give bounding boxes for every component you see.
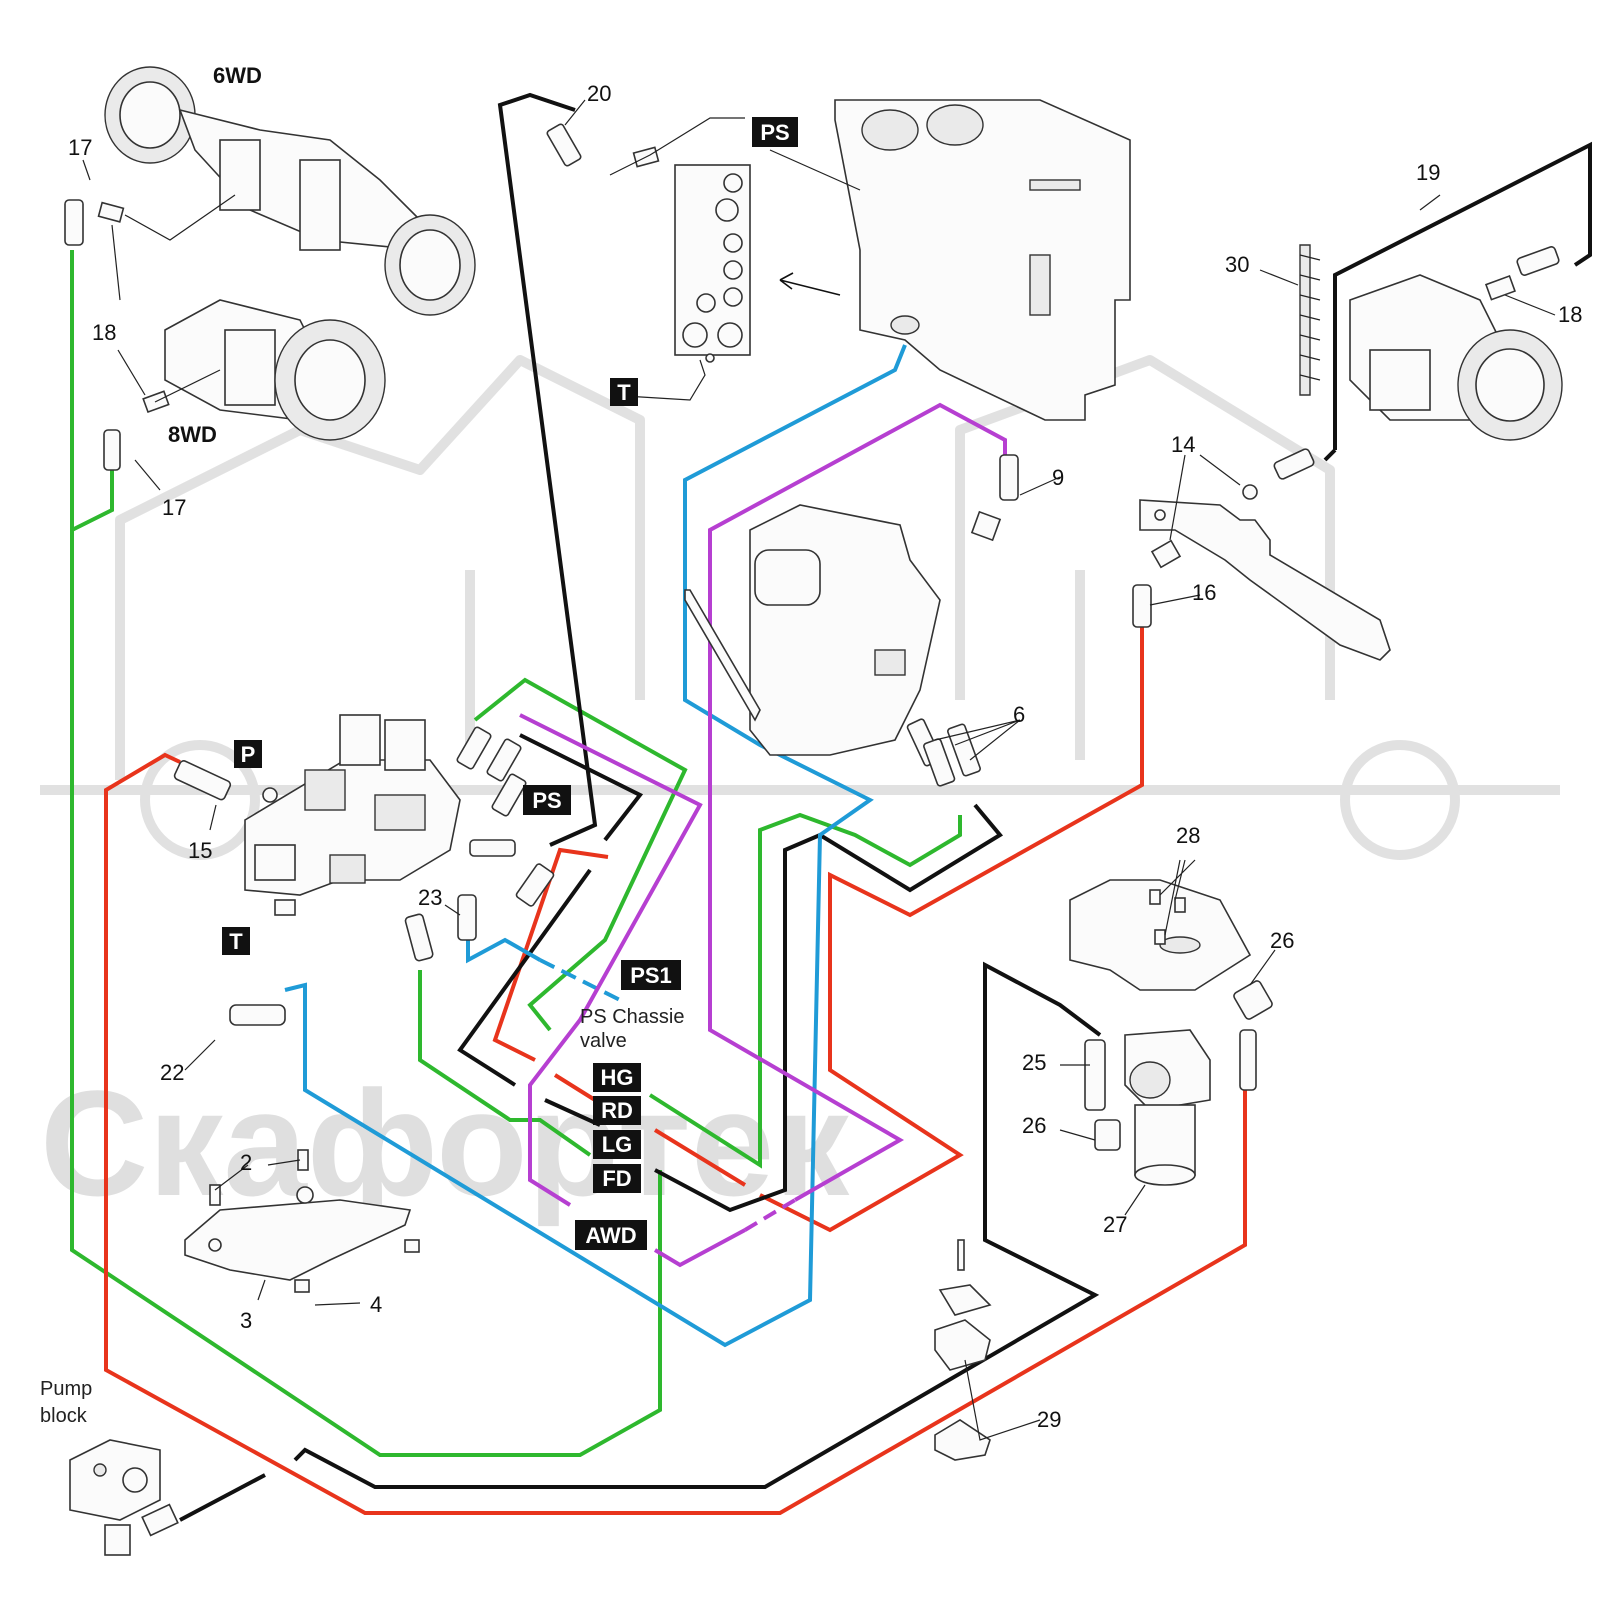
variant-8wd-label: 8WD (168, 422, 217, 447)
tag-t-left: T (222, 927, 250, 955)
callout-2: 2 (240, 1150, 252, 1175)
hose-black-19b (1323, 448, 1337, 462)
callout-28: 28 (1176, 823, 1200, 848)
hose-green-hg (648, 812, 962, 1169)
callout-15: 15 (188, 838, 212, 863)
callout-4: 4 (370, 1292, 382, 1317)
tag-t-left-text: T (229, 929, 243, 954)
callout-14: 14 (1171, 432, 1195, 457)
hose-black-pump-main (293, 961, 1102, 1489)
axle-8wd-icon: 8WD (164, 299, 386, 447)
hose-lines (70, 92, 1592, 1522)
callout-numbers: 17 18 17 20 19 30 18 9 14 16 6 15 23 22 … (68, 81, 1582, 1432)
hose-black-19 (1333, 141, 1592, 450)
tag-fd-text: FD (602, 1166, 631, 1191)
tag-ps1: PS1 (621, 960, 681, 990)
tag-ps-top: PS (752, 117, 798, 147)
callout-6: 6 (1013, 702, 1025, 727)
leader-lines (82, 99, 1556, 1441)
clip-strip-icon (1299, 244, 1321, 396)
hose-green-8wd (71, 470, 114, 532)
callout-18-top: 18 (92, 320, 116, 345)
callout-3: 3 (240, 1308, 252, 1333)
chassis-frame-icon (834, 99, 1131, 421)
callout-16: 16 (1192, 580, 1216, 605)
hose-red-rd2 (553, 1073, 747, 1187)
hose-black-ps-loop (519, 733, 644, 842)
callout-17-mid: 17 (162, 495, 186, 520)
axle-right-icon (1349, 274, 1563, 441)
bracket-icon (1139, 499, 1391, 661)
hose-purple-9-loop (708, 402, 1007, 1202)
notes: PS Chassie valve Pump block (40, 1006, 685, 1427)
variant-6wd-label: 6WD (213, 63, 262, 88)
note-ps-chassie-2: valve (580, 1030, 627, 1052)
hose-red-rd (492, 847, 609, 1062)
tag-awd-text: AWD (585, 1223, 636, 1248)
hose-purple-dash (743, 1198, 797, 1232)
callout-9: 9 (1052, 465, 1064, 490)
callout-22: 22 (160, 1060, 184, 1085)
hose-black-pump-inlet (179, 1473, 266, 1522)
callout-20: 20 (587, 81, 611, 106)
gearbox-housing-icon (684, 504, 941, 756)
hose-purple-awd (653, 1228, 746, 1268)
hose-red-16-return (759, 625, 1144, 1233)
hose-green-23 (418, 970, 592, 1157)
tag-ps-mid-text: PS (532, 788, 561, 813)
callout-30: 30 (1225, 252, 1249, 277)
tag-hg-text: HG (601, 1065, 634, 1090)
tag-p: P (234, 740, 262, 768)
callout-26-right: 26 (1270, 928, 1294, 953)
tag-p-text: P (241, 742, 256, 767)
tag-t-top-text: T (617, 380, 631, 405)
watermark: Скафортек (40, 355, 1560, 1227)
tag-ps-top-text: PS (760, 120, 789, 145)
callout-27: 27 (1103, 1212, 1127, 1237)
callout-26-left: 26 (1022, 1113, 1046, 1138)
hose-black-20 (497, 92, 598, 847)
hose-black-rd (544, 803, 1004, 1213)
tag-rd-text: RD (601, 1098, 633, 1123)
callout-18-right: 18 (1558, 302, 1582, 327)
watermark-text: Скафортек (40, 1059, 850, 1227)
tag-lg: LG (593, 1130, 641, 1159)
direction-arrow (779, 272, 841, 296)
hose-blue-ps1-dash (539, 958, 621, 1002)
tag-rd: RD (593, 1096, 641, 1125)
hose-black-ld (457, 868, 592, 1087)
ps-port-plate-icon (674, 164, 751, 363)
callout-25: 25 (1022, 1050, 1046, 1075)
mounting-plate-icon (184, 1186, 412, 1281)
clamp-icon (934, 1239, 992, 1461)
note-pump-block-2: block (40, 1405, 88, 1427)
callout-19: 19 (1416, 160, 1440, 185)
tag-ps-mid: PS (523, 785, 571, 815)
callout-23: 23 (418, 885, 442, 910)
note-pump-block-1: Pump (40, 1378, 92, 1400)
hose-blue-ps1 (466, 937, 541, 964)
pump-block-icon (69, 1439, 179, 1556)
tag-t-top: T (610, 378, 638, 406)
tag-ps1-text: PS1 (630, 963, 672, 988)
note-ps-chassie-1: PS Chassie (580, 1006, 685, 1028)
tag-hg: HG (593, 1063, 641, 1092)
hose-red-p-main (104, 752, 1247, 1515)
tag-awd: AWD (575, 1220, 647, 1250)
hose-purple-ps-loop (519, 713, 703, 1207)
axle-6wd-icon: 6WD (104, 63, 476, 316)
hose-blue-ps-main (284, 344, 907, 1348)
callout-29: 29 (1037, 1407, 1061, 1432)
tag-lg-text: LG (602, 1132, 633, 1157)
hose-green-left-main (70, 250, 662, 1457)
tag-fd: FD (593, 1164, 641, 1193)
hose-green-ps-loop (473, 677, 688, 1032)
valve-block-icon (244, 714, 461, 916)
tag-labels: PS T P PS T PS1 HG RD (222, 117, 798, 1250)
callout-17-top: 17 (68, 135, 92, 160)
